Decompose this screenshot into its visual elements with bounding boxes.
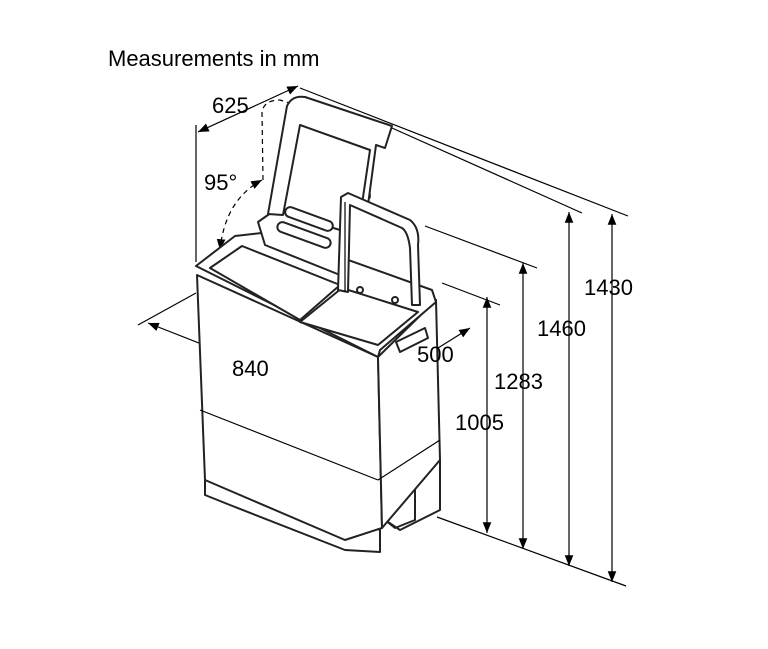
- dimension-label-1005: 1005: [455, 410, 504, 435]
- extension-lines: [137, 87, 629, 587]
- washing-machine-illustration: [195, 95, 441, 553]
- dimension-label-1460: 1460: [537, 316, 586, 341]
- dimension-label-500: 500: [417, 342, 454, 367]
- dimension-label-angle: 95°: [204, 170, 237, 195]
- page-title: Measurements in mm: [108, 46, 320, 71]
- dimension-label-840: 840: [232, 356, 269, 381]
- dimension-label-625: 625: [212, 93, 249, 118]
- dimension-label-1283: 1283: [494, 369, 543, 394]
- dimension-label-1430: 1430: [584, 275, 633, 300]
- dimension-line-625: [197, 85, 299, 133]
